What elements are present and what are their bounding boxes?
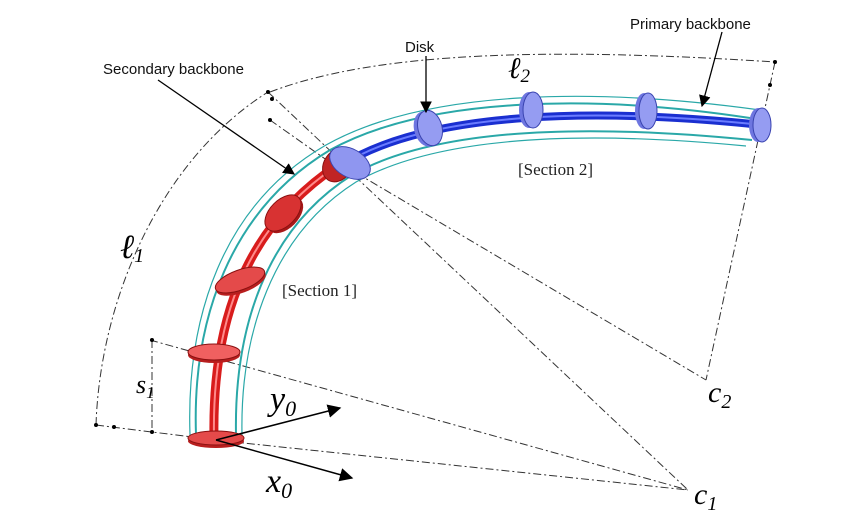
disk-s2-4	[749, 107, 772, 143]
section1-label: [Section 1]	[282, 281, 357, 300]
disk-s2-1	[413, 109, 443, 147]
y0-axis-arrow	[215, 404, 342, 441]
radius-line-c1-mid	[342, 164, 689, 491]
base-extension-line	[95, 424, 201, 439]
y0-symbol: y0	[267, 381, 296, 421]
dimension-endpoints	[94, 60, 777, 434]
primary-backbone-label: Primary backbone	[630, 16, 751, 33]
c1-symbol: c1	[694, 478, 717, 514]
l1-dimension-arc	[95, 91, 269, 426]
s1-symbol: s1	[136, 370, 155, 402]
section2-label: [Section 2]	[518, 160, 593, 179]
c2-symbol: c2	[708, 376, 731, 413]
primary-backbone-arrow	[699, 31, 723, 108]
disk-s1-2	[214, 266, 266, 296]
radius-line-c1-base	[214, 439, 689, 491]
x0-axis-arrow	[215, 439, 354, 482]
disk-s2-0	[329, 146, 371, 180]
radius-line-c1-left	[149, 339, 689, 491]
l1-symbol: ℓ1	[120, 229, 144, 267]
x0-symbol: x0	[265, 463, 292, 503]
disk-s2-3	[635, 92, 658, 130]
disk-label: Disk	[405, 39, 435, 56]
section2-backbone	[338, 111, 766, 169]
section2-disks	[329, 91, 772, 180]
secondary-backbone-label: Secondary backbone	[103, 61, 244, 78]
disk-s2-2	[519, 91, 544, 129]
disk-s1-1	[187, 343, 241, 363]
l2-symbol: ℓ2	[508, 52, 531, 87]
radius-line-c2-start	[342, 164, 707, 381]
disk-s1-3	[264, 194, 304, 234]
tick-line-1	[267, 91, 341, 161]
secondary-backbone-arrow	[157, 79, 295, 175]
l2-dimension-arc	[269, 53, 776, 93]
